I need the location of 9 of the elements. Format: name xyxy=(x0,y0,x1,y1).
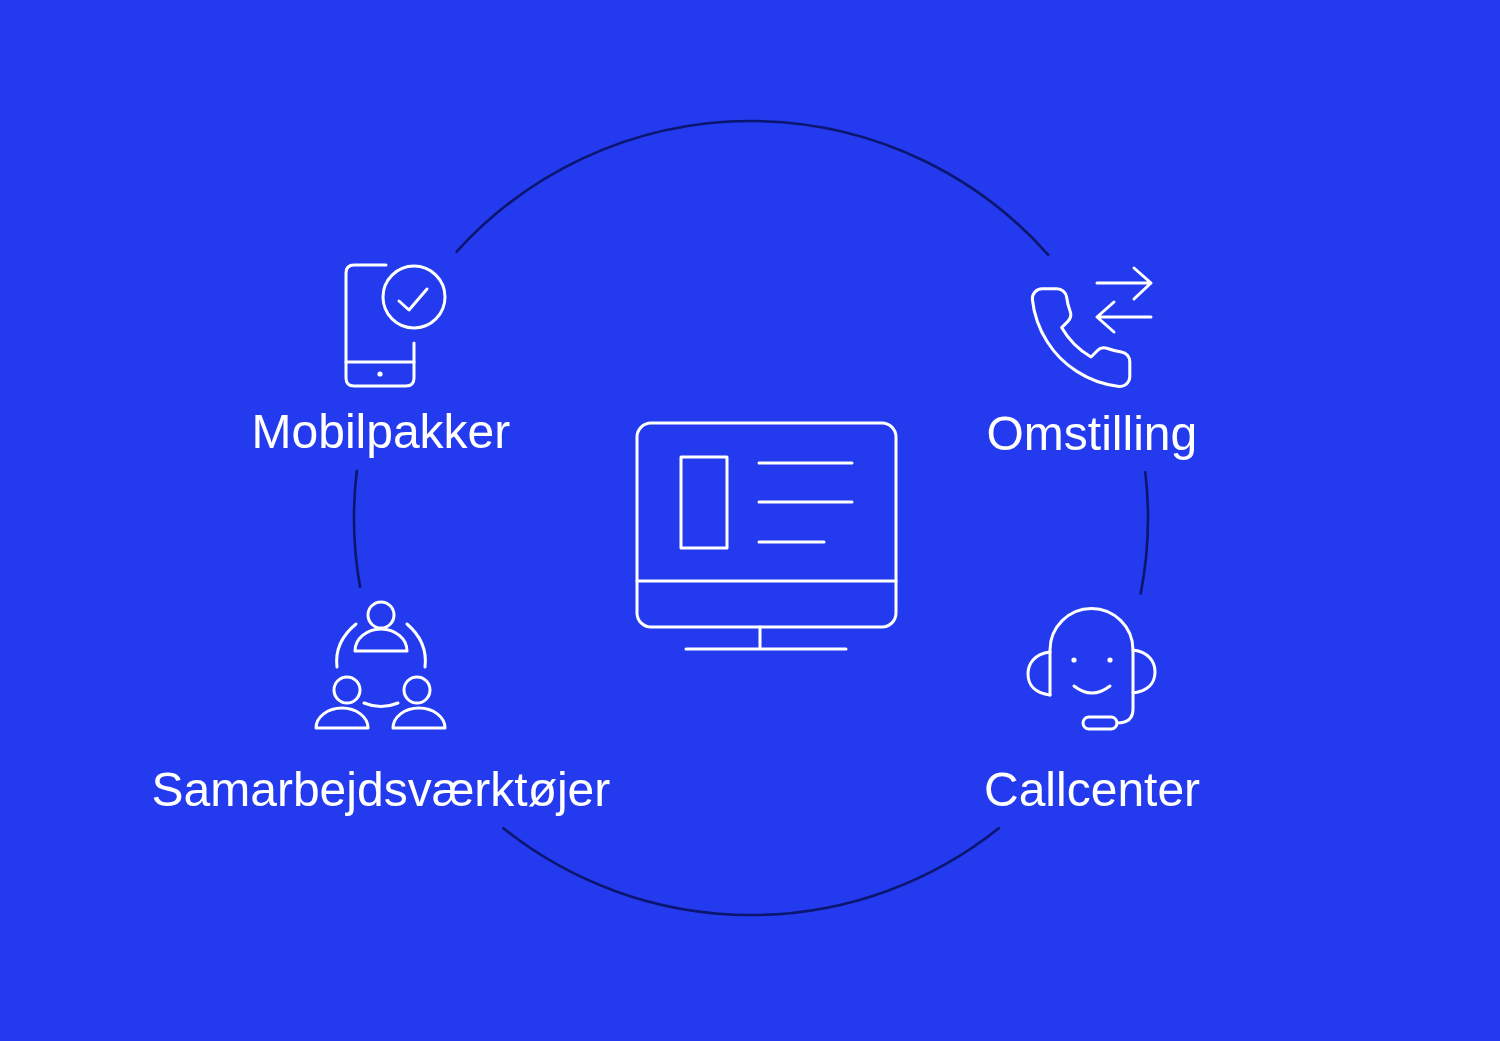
node-label: Callcenter xyxy=(984,762,1201,818)
connector-arc xyxy=(501,826,1001,916)
node-label: Omstilling xyxy=(986,406,1198,462)
monitor-icon xyxy=(635,421,898,652)
connector-arc xyxy=(455,120,1050,257)
node-label: Mobilpakker xyxy=(251,404,511,460)
node-label: Samarbejdsværktøjer xyxy=(151,762,611,818)
connector-arc xyxy=(352,469,362,588)
connector-arc xyxy=(1139,471,1149,595)
